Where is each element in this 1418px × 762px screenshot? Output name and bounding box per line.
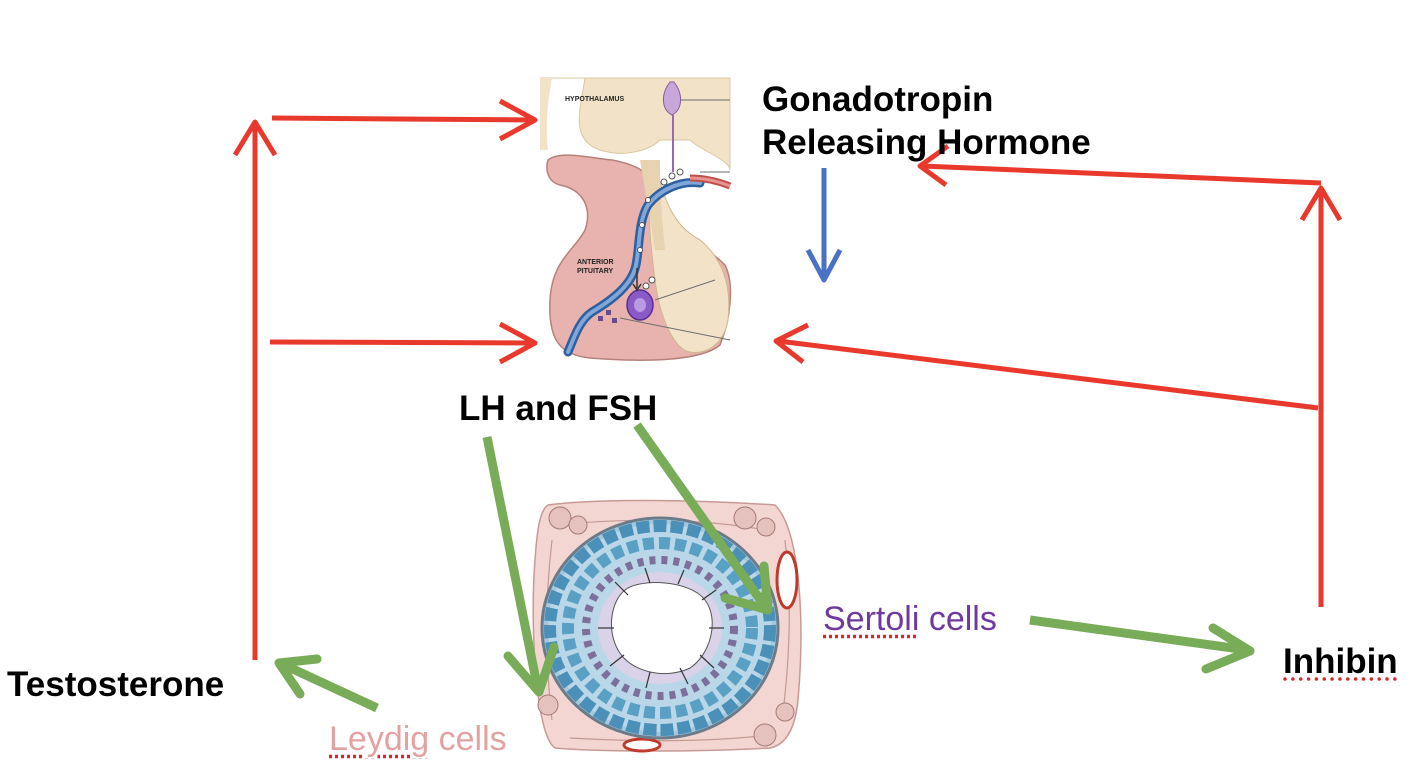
lh-to-leydig-arrowhead xyxy=(503,642,559,697)
seminiferous-tubule-illustration xyxy=(532,499,802,753)
inhibin-feedback-arrowhead-up xyxy=(1299,185,1343,222)
testosterone-feedback-arrows xyxy=(232,98,538,660)
leydig-cells-suffix: cells xyxy=(429,720,507,758)
inhibin-feedback-arrows xyxy=(773,143,1343,607)
lh-to-leydig-line xyxy=(482,436,543,691)
testosterone-to-hypothalamus-arrowhead xyxy=(498,98,538,142)
sertoli-cells-label: Sertoli cells xyxy=(823,600,997,639)
leydig-word: Leydig xyxy=(329,720,430,758)
leydig-to-testosterone-line xyxy=(280,659,379,713)
leydig-to-testosterone-arrowhead xyxy=(274,654,322,699)
anterior-pituitary-label-line2: PITUITARY xyxy=(577,268,613,275)
pituitary-illustration: HYPOTHALAMUS ANTERIOR PITUITARY xyxy=(540,77,732,361)
inhibin-to-pituitary-arrowhead xyxy=(773,322,810,364)
testosterone-feedback-arrowhead-up xyxy=(232,119,278,157)
gnrh-release-arrowhead xyxy=(805,248,843,283)
stimulation-arrows xyxy=(274,422,1255,713)
testosterone-to-pituitary-arrowhead xyxy=(498,321,538,365)
testosterone-to-hypothalamus-line xyxy=(271,115,535,123)
leydig-cells-label: Leydig cells xyxy=(329,720,507,759)
sertoli-word: Sertoli xyxy=(823,600,920,638)
inhibin-to-pituitary-line xyxy=(777,338,1319,411)
gnrh-release-arrow xyxy=(805,168,843,283)
testosterone-to-pituitary-line xyxy=(269,339,535,346)
anterior-pituitary-label-line1: ANTERIOR xyxy=(577,259,614,266)
lh-fsh-label: LH and FSH xyxy=(459,389,658,428)
sertoli-to-inhibin-line xyxy=(1029,615,1248,655)
inhibin-label: Inhibin xyxy=(1283,642,1398,682)
sertoli-to-inhibin-arrowhead xyxy=(1201,623,1255,674)
sertoli-cells-suffix: cells xyxy=(919,600,997,638)
inhibin-label-text: Inhibin xyxy=(1283,642,1398,681)
inhibin-to-gnrh-line xyxy=(921,163,1322,186)
fsh-to-sertoli-line xyxy=(633,422,770,611)
fsh-to-sertoli-arrowhead xyxy=(720,561,773,615)
gnrh-label-line1: Gonadotropin xyxy=(762,80,994,119)
testosterone-label: Testosterone xyxy=(7,665,225,704)
hypothalamus-label: HYPOTHALAMUS xyxy=(565,96,624,103)
gnrh-label-line2: Releasing Hormone xyxy=(762,123,1091,162)
inhibin-to-gnrh-arrowhead xyxy=(917,143,950,188)
